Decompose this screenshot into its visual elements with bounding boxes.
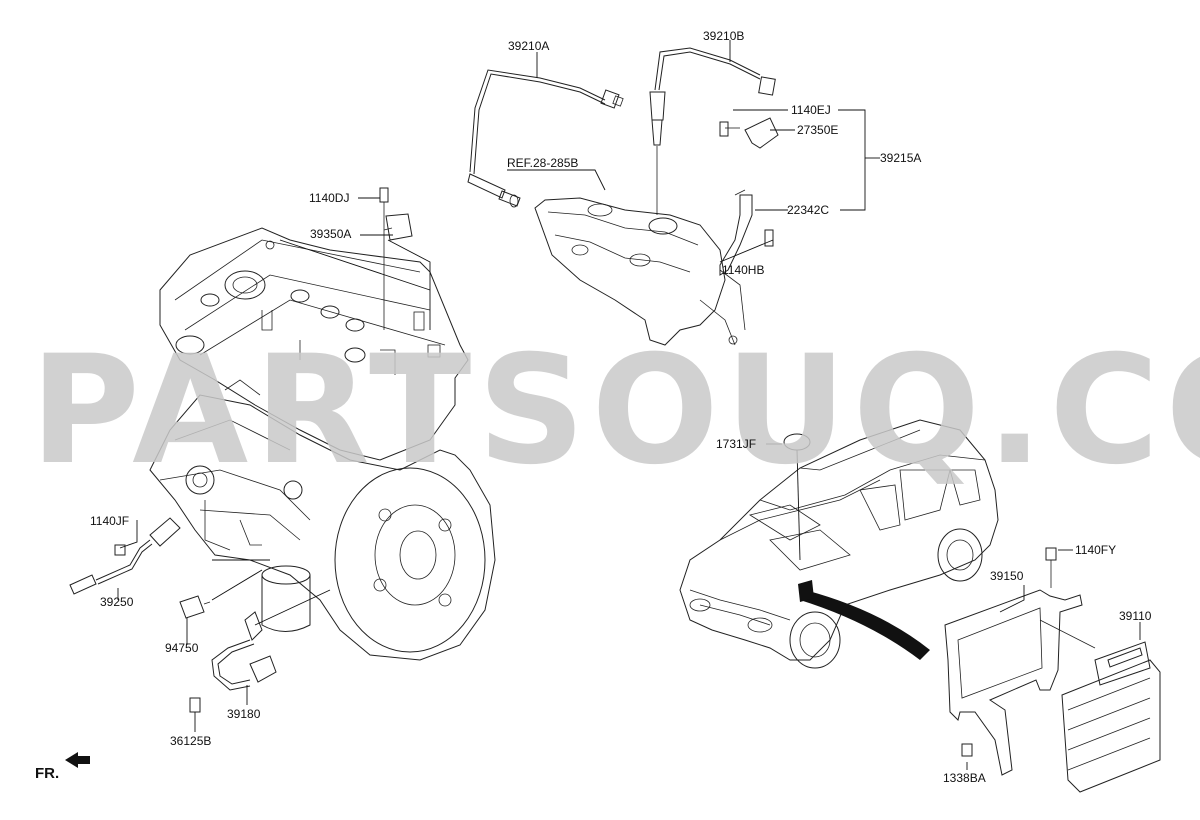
- oxygen-sensor-39210B-drawing: [649, 47, 776, 215]
- label-39350A: 39350A: [310, 227, 351, 241]
- vehicle-drawing: [679, 419, 999, 669]
- callout-labels: 39210A 39210B 1140EJ 27350E 39215A 22342…: [35, 29, 1152, 785]
- sensor-brackets-drawing: [719, 117, 779, 276]
- oxygen-sensor-39210A-drawing: [467, 69, 624, 208]
- label-36125B: 36125B: [170, 734, 211, 748]
- label-ref-28-285B: REF.28-285B: [507, 156, 578, 170]
- label-39150: 39150: [990, 569, 1024, 583]
- leader-lines: [65, 40, 1141, 770]
- exhaust-manifold-drawing: [534, 197, 746, 346]
- label-39250: 39250: [100, 595, 134, 609]
- front-indicator-label: FR.: [35, 765, 59, 782]
- label-1140JF: 1140JF: [90, 514, 129, 528]
- label-1140HB: 1140HB: [722, 263, 764, 277]
- label-1140DJ: 1140DJ: [309, 191, 349, 205]
- label-27350E: 27350E: [797, 123, 838, 137]
- watermark-text: PARTSOUQ.COM: [30, 324, 1200, 498]
- label-39110: 39110: [1119, 609, 1152, 623]
- ecu-bracket-drawing: [944, 547, 1161, 793]
- label-1338BA: 1338BA: [943, 771, 986, 785]
- label-1731JF: 1731JF: [716, 437, 756, 451]
- label-39210B: 39210B: [703, 29, 744, 43]
- map-sensor-drawing: [379, 187, 413, 330]
- label-39210A: 39210A: [508, 39, 549, 53]
- label-1140EJ: 1140EJ: [791, 103, 831, 117]
- lower-sensors-drawing: [69, 517, 277, 713]
- label-39180: 39180: [227, 707, 261, 721]
- engine-assembly-drawing: [149, 227, 496, 661]
- label-94750: 94750: [165, 641, 199, 655]
- label-1140FY: 1140FY: [1075, 543, 1116, 557]
- label-22342C: 22342C: [787, 203, 829, 217]
- label-39215A: 39215A: [880, 151, 921, 165]
